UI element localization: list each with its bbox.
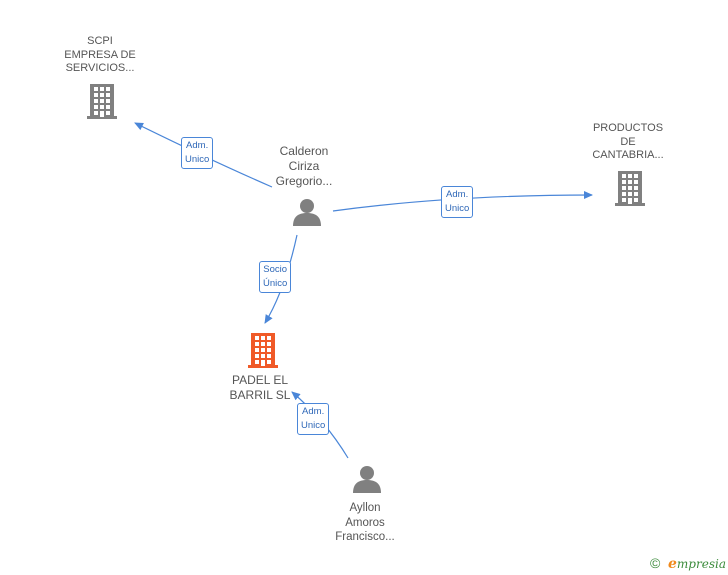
node-label-scpi[interactable]: SCPI EMPRESA DE SERVICIOS...	[64, 35, 136, 74]
person-icon[interactable]	[292, 197, 322, 232]
copyright-icon: ©	[650, 555, 661, 571]
building-icon[interactable]	[614, 171, 646, 212]
node-label-calderon[interactable]: Calderon Ciriza Gregorio...	[275, 144, 333, 188]
building-icon[interactable]	[86, 84, 118, 125]
empresia-logo[interactable]: empresia	[668, 556, 726, 572]
node-label-padel[interactable]: PADEL EL BARRIL SL	[229, 373, 291, 402]
person-icon[interactable]	[352, 464, 382, 499]
node-label-productos[interactable]: PRODUCTOS DE CANTABRIA...	[592, 122, 664, 161]
edge-label-adm-unico[interactable]: Adm. Unico	[297, 403, 330, 435]
node-label-ayllon[interactable]: Ayllon Amoros Francisco...	[335, 502, 395, 543]
building-icon[interactable]	[247, 333, 279, 374]
edge-label-adm-unico[interactable]: Adm. Unico	[441, 186, 474, 218]
edge-label-socio-unico[interactable]: Socio Único	[259, 261, 292, 293]
edge-label-adm-unico[interactable]: Adm. Unico	[181, 137, 214, 169]
